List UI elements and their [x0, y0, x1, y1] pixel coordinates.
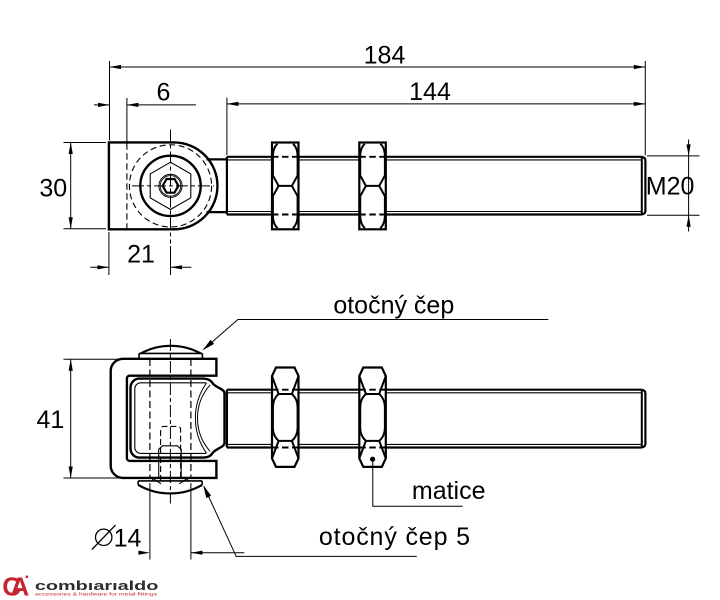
svg-text:184: 184 [364, 42, 406, 70]
svg-text:6: 6 [157, 79, 171, 107]
svg-text:matice: matice [412, 477, 486, 505]
svg-text:M20: M20 [646, 172, 695, 200]
svg-text:otočný čep: otočný čep [333, 291, 454, 319]
svg-text:30: 30 [39, 175, 67, 203]
svg-text:accessories & hardware for met: accessories & hardware for metal fitting… [35, 592, 158, 597]
svg-text:combıarıaldo: combıarıaldo [35, 578, 158, 593]
svg-text:14: 14 [114, 525, 142, 553]
svg-text:41: 41 [36, 406, 64, 434]
svg-text:CA: CA [2, 571, 29, 600]
svg-text:21: 21 [127, 241, 155, 269]
svg-text:otočný čep 5: otočný čep 5 [319, 523, 471, 551]
svg-text:144: 144 [409, 78, 451, 106]
